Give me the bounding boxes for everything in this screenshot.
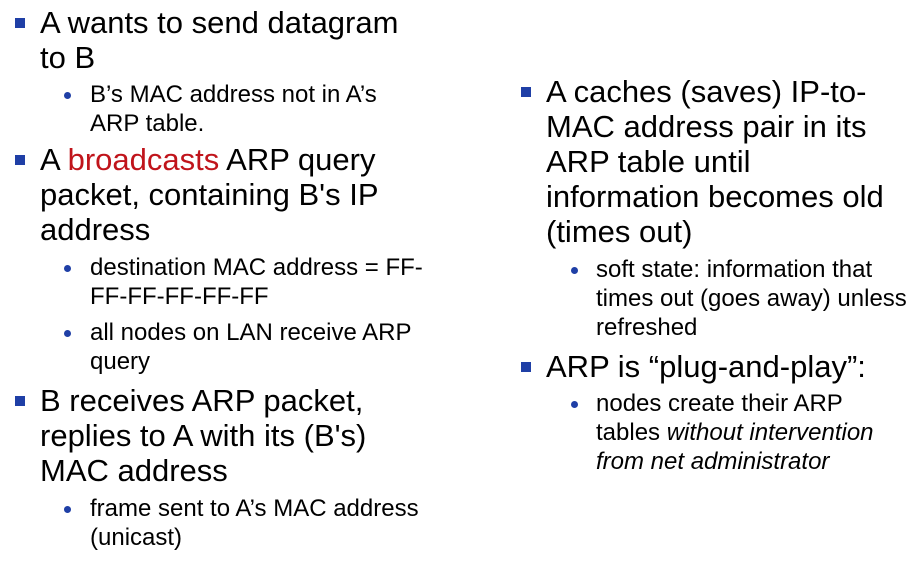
bullet-text: ARP is “plug-and-play”: [546,349,866,384]
bullet-text-pre: A [40,142,68,177]
square-bullet-icon [15,155,25,165]
square-bullet-icon [15,18,25,28]
square-bullet-icon [521,362,531,372]
sub-bullet-soft-state: soft state: information that times out (… [505,255,911,342]
sub-bullet-text: frame sent to A’s MAC address (unicast) [90,495,419,551]
sub-bullet-text: B’s MAC address not in A’s ARP table. [90,81,377,137]
bullet-text: A wants to send datagram to B [40,5,399,75]
sub-bullet-text: soft state: information that times out (… [596,256,907,341]
dot-bullet-icon [64,506,71,513]
dot-bullet-icon [64,330,71,337]
square-bullet-icon [15,396,25,406]
bullet-text-post: ARP query packet, containing B's IP addr… [40,142,378,247]
square-bullet-icon [521,87,531,97]
bullet-a-caches: A caches (saves) IP-to-MAC address pair … [505,74,911,249]
broadcasts-highlight: broadcasts [67,142,220,177]
sub-bullet-text: all nodes on LAN receive ARP query [90,319,412,375]
sub-bullet-nodes-create: nodes create their ARP tables without in… [505,389,911,476]
dot-bullet-icon [64,92,71,99]
sub-bullet-italic-text: without intervention from net administra… [596,419,874,475]
sub-bullet-text-pre: nodes create their ARP tables [596,390,843,446]
dot-bullet-icon [64,265,71,272]
bullet-a-wants-to-send: A wants to send datagram to B [0,5,430,75]
left-column: A wants to send datagram to B B’s MAC ad… [0,0,430,552]
bullet-arp-plug-and-play: ARP is “plug-and-play”: [505,349,911,384]
right-column: A caches (saves) IP-to-MAC address pair … [505,74,911,476]
sub-bullet-text: destination MAC address = FF-FF-FF-FF-FF… [90,254,423,310]
bullet-a-broadcasts: A broadcasts ARP query packet, containin… [0,142,430,247]
dot-bullet-icon [571,401,578,408]
bullet-text: A caches (saves) IP-to-MAC address pair … [546,74,884,249]
bullet-text: B receives ARP packet, replies to A with… [40,383,367,488]
bullet-b-receives: B receives ARP packet, replies to A with… [0,383,430,488]
sub-bullet-destination-mac: destination MAC address = FF-FF-FF-FF-FF… [0,253,430,311]
dot-bullet-icon [571,267,578,274]
sub-bullet-mac-not-in-table: B’s MAC address not in A’s ARP table. [0,80,430,138]
sub-bullet-frame-sent: frame sent to A’s MAC address (unicast) [0,494,430,552]
sub-bullet-all-nodes-receive: all nodes on LAN receive ARP query [0,318,430,376]
